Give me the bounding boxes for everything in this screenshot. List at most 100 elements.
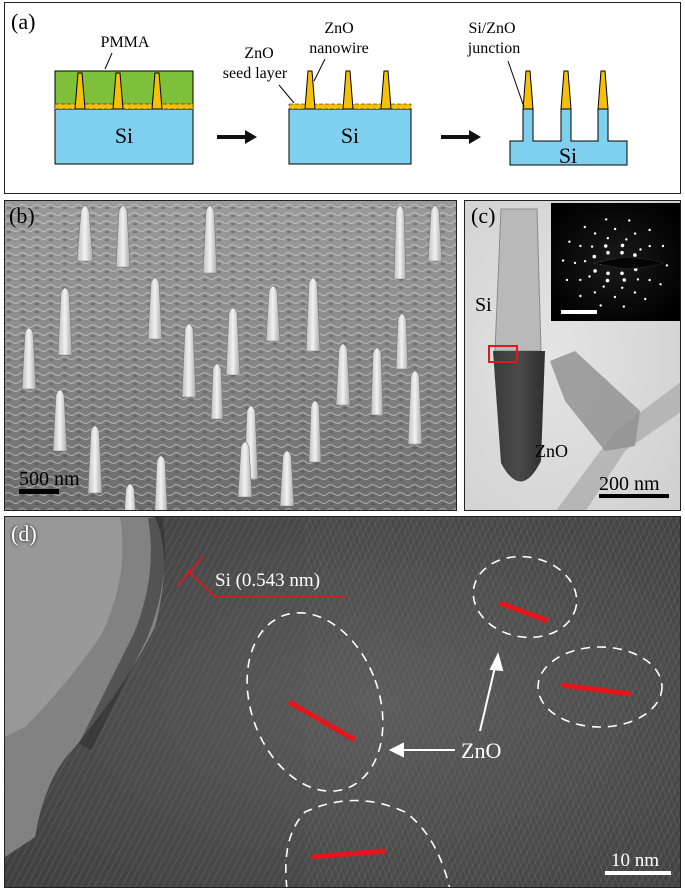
saed-spot [633,253,637,257]
sem-nanowire [21,327,37,390]
panel-b-scale-bar [19,489,59,494]
saed-spot [605,218,608,221]
step2-si-substrate [288,108,412,165]
sem-nanowire [308,400,322,463]
step1-si-substrate [54,108,194,165]
sem-nanowire [210,363,224,420]
grain-outline-1 [246,612,384,792]
process-arrow-2 [441,130,481,144]
step2-nanowire-2 [342,70,354,110]
saed-spot [620,243,625,248]
hrtem-lattice-fringes-secondary [305,517,680,887]
pmma-label: PMMA [101,34,150,51]
sem-nanowire [76,205,94,262]
sem-nanowire [395,313,409,370]
junction-label-line2: junction [467,40,520,57]
step2-nanowire-growth: Si ZnO seed layer ZnO nanowire [223,20,412,165]
sem-micrograph: 500 nm [5,201,456,510]
panel-b-sem-image: 500 nm (b) [4,200,457,511]
saed-spot [579,244,582,248]
saed-spot [648,244,651,248]
sem-nanowire [154,455,168,510]
saed-spot [579,294,582,298]
grain-outlines [246,555,663,887]
saed-spot [568,240,571,243]
junction-pointer [507,60,525,108]
hrtem-micrograph: Si (0.543 nm) ZnO 10 nm [5,517,680,887]
saed-spot [606,250,610,255]
pmma-pointer [104,52,113,70]
saed-spot [665,264,669,267]
saed-spot [593,291,597,294]
zno-pointer-arrows [388,652,504,758]
panel-d-label: (d) [11,521,37,546]
step2-nanowire-3 [380,70,392,110]
saed-spot [648,278,651,282]
saed-spot [661,244,665,248]
sem-nanowire [305,277,321,352]
sem-nanowire [279,450,295,507]
sem-nanowire [237,441,253,498]
seed-layer-pointer [278,84,295,104]
tem-micrograph: Si ZnO 200 nm [465,201,680,510]
saed-spot [622,305,625,308]
saed-spot [648,228,651,232]
panel-b-label: (b) [9,203,35,228]
tem-si-pillar [494,208,542,352]
tem-si-label: Si [475,294,492,316]
saed-spot [599,304,602,307]
panel-d-hrtem-image: Si (0.543 nm) ZnO 10 nm (d) [4,516,681,888]
saed-spot [583,225,586,229]
nanowire-label-line2: nanowire [309,40,369,57]
sem-nanowire [57,287,73,356]
panel-c-scale-bar [599,494,669,498]
si-spacing-marker [176,556,345,598]
saed-spot [620,250,624,255]
saed-spot [620,271,624,276]
saed-spot [593,269,597,273]
lattice-marker-3 [560,682,632,697]
saed-spot [659,283,662,286]
step2-nanowire-1 [304,70,316,110]
panel-c-scale-label: 200 nm [599,473,660,495]
saed-spot [633,267,638,272]
nanowire-pointer [313,58,326,82]
saed-spot [613,295,617,299]
saed-spot [639,248,642,251]
step3-nanowire-3 [597,70,609,110]
tem-neighbor-fragment [550,351,640,451]
si-spacing-label: Si (0.543 nm) [215,570,320,591]
saed-spot [592,254,597,259]
panel-b-scale-label: 500 nm [19,468,80,490]
saed-spot [644,297,647,301]
hrtem-vacuum-region [5,517,123,737]
saed-scale-bar [561,310,597,314]
sem-nanowire [393,205,407,280]
saed-spot [613,227,617,231]
step3-nanowire-2 [560,70,572,110]
step2-si-label: Si [341,123,359,148]
sem-nanowire [225,307,241,376]
saed-spot [593,232,597,235]
saed-spot [605,278,610,283]
saed-spot [603,244,608,248]
grain-outline-4 [285,799,451,887]
sem-nanowire [52,389,68,452]
saed-spot [602,285,605,288]
saed-spot [561,259,565,262]
saed-spot [565,278,569,282]
saed-spot [606,271,610,276]
sem-nanowire [202,205,218,274]
saed-spot [621,286,624,289]
grain-outline-3 [537,646,663,728]
seed-layer-label-line2: seed layer [223,65,288,82]
panel-a-label: (a) [11,9,36,34]
sem-nanowire [265,285,281,342]
fabrication-schematic: Si PMMA Si ZnO seed layer ZnO nanowire [54,20,628,168]
sem-nanowire [181,323,197,398]
saed-spot [622,278,627,282]
step1-seed-layer [54,103,194,110]
panel-c-tem-image: Si ZnO 200 nm (c) [464,200,681,511]
step3-nanowire-1 [522,70,534,110]
sem-nanowire [427,205,443,262]
